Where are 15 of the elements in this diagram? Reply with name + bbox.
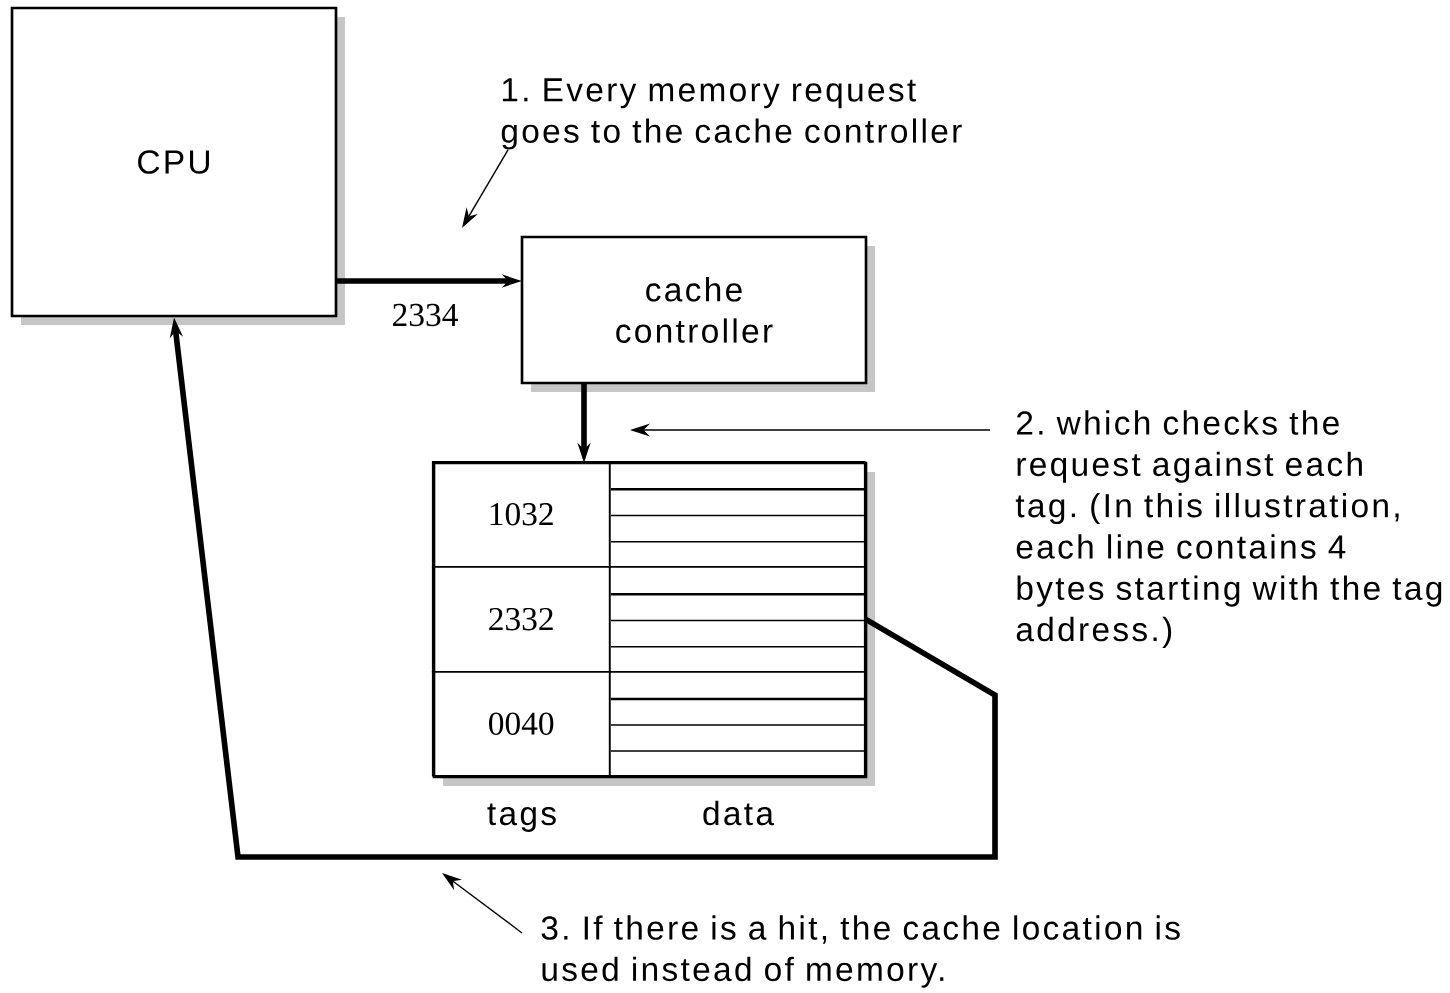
column-label: tags <box>487 803 556 832</box>
cpu-box: CPU <box>10 6 345 325</box>
note-text: 2. which checks the request against each tag. (In this illustration, each line contains 4 bytes starting with the tag address.) <box>1015 410 1442 648</box>
note-text: 3. If there is a hit, the cache location is used instead of memory. <box>541 915 1180 988</box>
tag-cell: 1032 <box>431 460 611 568</box>
controller-box: cache controller <box>520 235 875 392</box>
tag-cell: 2332 <box>431 565 611 673</box>
cache-table <box>432 461 875 786</box>
column-label: data <box>703 800 774 826</box>
tag-cell: 0040 <box>431 670 611 777</box>
data-lines <box>608 670 867 777</box>
note-text: 1. Every memory request goes to the cache controller <box>501 78 962 150</box>
edge-label: 2334 <box>389 302 461 328</box>
data-lines <box>608 460 867 568</box>
data-lines <box>608 565 867 673</box>
